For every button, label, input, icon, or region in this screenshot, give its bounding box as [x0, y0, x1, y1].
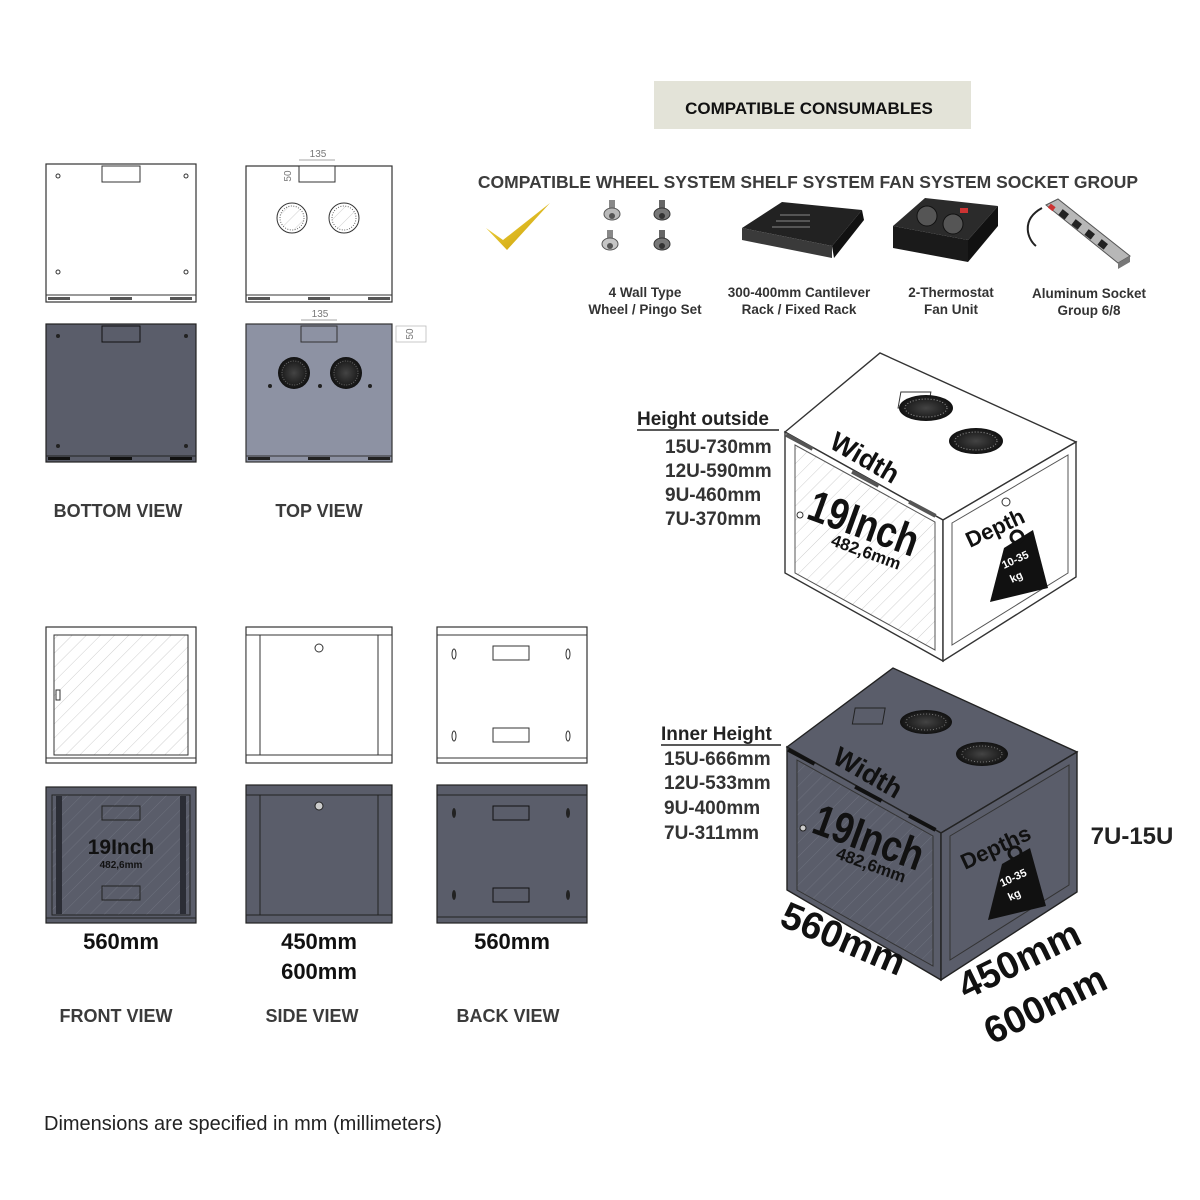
u-range-label: 7U-15U — [1091, 823, 1174, 850]
svg-text:9U-460mm: 9U-460mm — [665, 485, 761, 506]
top-width-dim: 135 — [310, 149, 327, 160]
compatible-consumables-banner: COMPATIBLE CONSUMABLES — [654, 81, 971, 129]
front-mm-label: 482,6mm — [100, 860, 143, 871]
side-view-label: SIDE VIEW — [265, 1006, 358, 1026]
svg-text:7U-370mm: 7U-370mm — [665, 509, 761, 530]
svg-text:300-400mm Cantilever: 300-400mm Cantilever — [728, 285, 871, 300]
svg-text:15U-666mm: 15U-666mm — [664, 749, 771, 770]
cantilever-shelf-icon — [742, 202, 864, 258]
svg-text:kg: kg — [1006, 887, 1023, 903]
back-view-white — [436, 626, 588, 764]
iso-cabinet-white: Width 19Inch 482,6mm Depth 10-35 kg — [783, 352, 1078, 663]
bottom-view-dark — [45, 323, 197, 463]
side-view-white — [245, 626, 393, 764]
height-outside-title: Height outside — [637, 409, 769, 430]
power-socket-strip-icon — [1026, 198, 1131, 269]
side-depth-dim-2: 600mm — [281, 959, 357, 984]
svg-text:9U-400mm: 9U-400mm — [664, 798, 760, 819]
svg-text:Fan Unit: Fan Unit — [924, 302, 978, 317]
svg-text:Wheel / Pingo Set: Wheel / Pingo Set — [588, 302, 702, 317]
footer-note: Dimensions are specified in mm (millimet… — [44, 1113, 442, 1135]
caster-wheels-icon — [601, 200, 671, 251]
svg-text:15U-730mm: 15U-730mm — [665, 437, 772, 458]
back-width-dim: 560mm — [474, 929, 550, 954]
svg-text:Group 6/8: Group 6/8 — [1057, 303, 1121, 318]
svg-text:2-Thermostat: 2-Thermostat — [908, 285, 994, 300]
side-view-dark — [245, 784, 393, 924]
svg-text:12U-590mm: 12U-590mm — [665, 461, 772, 482]
bottom-view-white — [45, 163, 197, 303]
weight-icon-dark: 10-35 kg — [988, 845, 1046, 920]
front-view-white — [45, 626, 197, 764]
svg-text:Rack / Fixed Rack: Rack / Fixed Rack — [742, 302, 857, 317]
bottom-view-label: BOTTOM VIEW — [54, 501, 183, 521]
weight-icon: 10-35 kg — [990, 529, 1048, 602]
fan-unit-icon — [893, 198, 998, 262]
iso-cabinet-dark: Width 19Inch 482,6mm Depths 10-35 kg — [785, 667, 1079, 982]
top-view-grey: 135 50 — [245, 309, 427, 463]
back-view-dark — [436, 784, 588, 924]
svg-text:7U-311mm: 7U-311mm — [664, 823, 759, 844]
front-width-dim: 560mm — [83, 929, 159, 954]
side-depth-dim-1: 450mm — [281, 929, 357, 954]
front-19inch-label: 19Inch — [88, 836, 155, 859]
svg-text:12U-533mm: 12U-533mm — [664, 773, 771, 794]
compatible-systems-header: COMPATIBLE WHEEL SYSTEM SHELF SYSTEM FAN… — [478, 172, 1139, 192]
inner-height-title: Inner Height — [661, 724, 773, 745]
product-label-wheels: 4 Wall Type Wheel / Pingo Set — [588, 285, 702, 317]
top-view-white: 135 50 — [245, 149, 393, 303]
product-label-shelf: 300-400mm Cantilever Rack / Fixed Rack — [728, 285, 871, 317]
front-view-label: FRONT VIEW — [60, 1006, 173, 1026]
top-height-dim-2: 50 — [405, 328, 416, 340]
svg-text:Aluminum Socket: Aluminum Socket — [1032, 286, 1147, 301]
top-width-dim-2: 135 — [312, 309, 329, 320]
product-label-socket: Aluminum Socket Group 6/8 — [1032, 286, 1147, 318]
weight-unit-label: kg — [1008, 569, 1025, 585]
top-view-label: TOP VIEW — [275, 501, 362, 521]
product-label-fan: 2-Thermostat Fan Unit — [908, 285, 994, 317]
top-height-dim: 50 — [283, 170, 294, 182]
front-view-dark: 19Inch 482,6mm — [45, 786, 197, 924]
svg-text:4 Wall Type: 4 Wall Type — [609, 285, 682, 300]
check-mark-icon — [486, 203, 550, 250]
banner-title: COMPATIBLE CONSUMABLES — [685, 99, 933, 118]
back-view-label: BACK VIEW — [457, 1006, 560, 1026]
inner-height-list: Inner Height 15U-666mm 12U-533mm 9U-400m… — [661, 724, 781, 844]
height-outside-list: Height outside 15U-730mm 12U-590mm 9U-46… — [637, 409, 779, 530]
